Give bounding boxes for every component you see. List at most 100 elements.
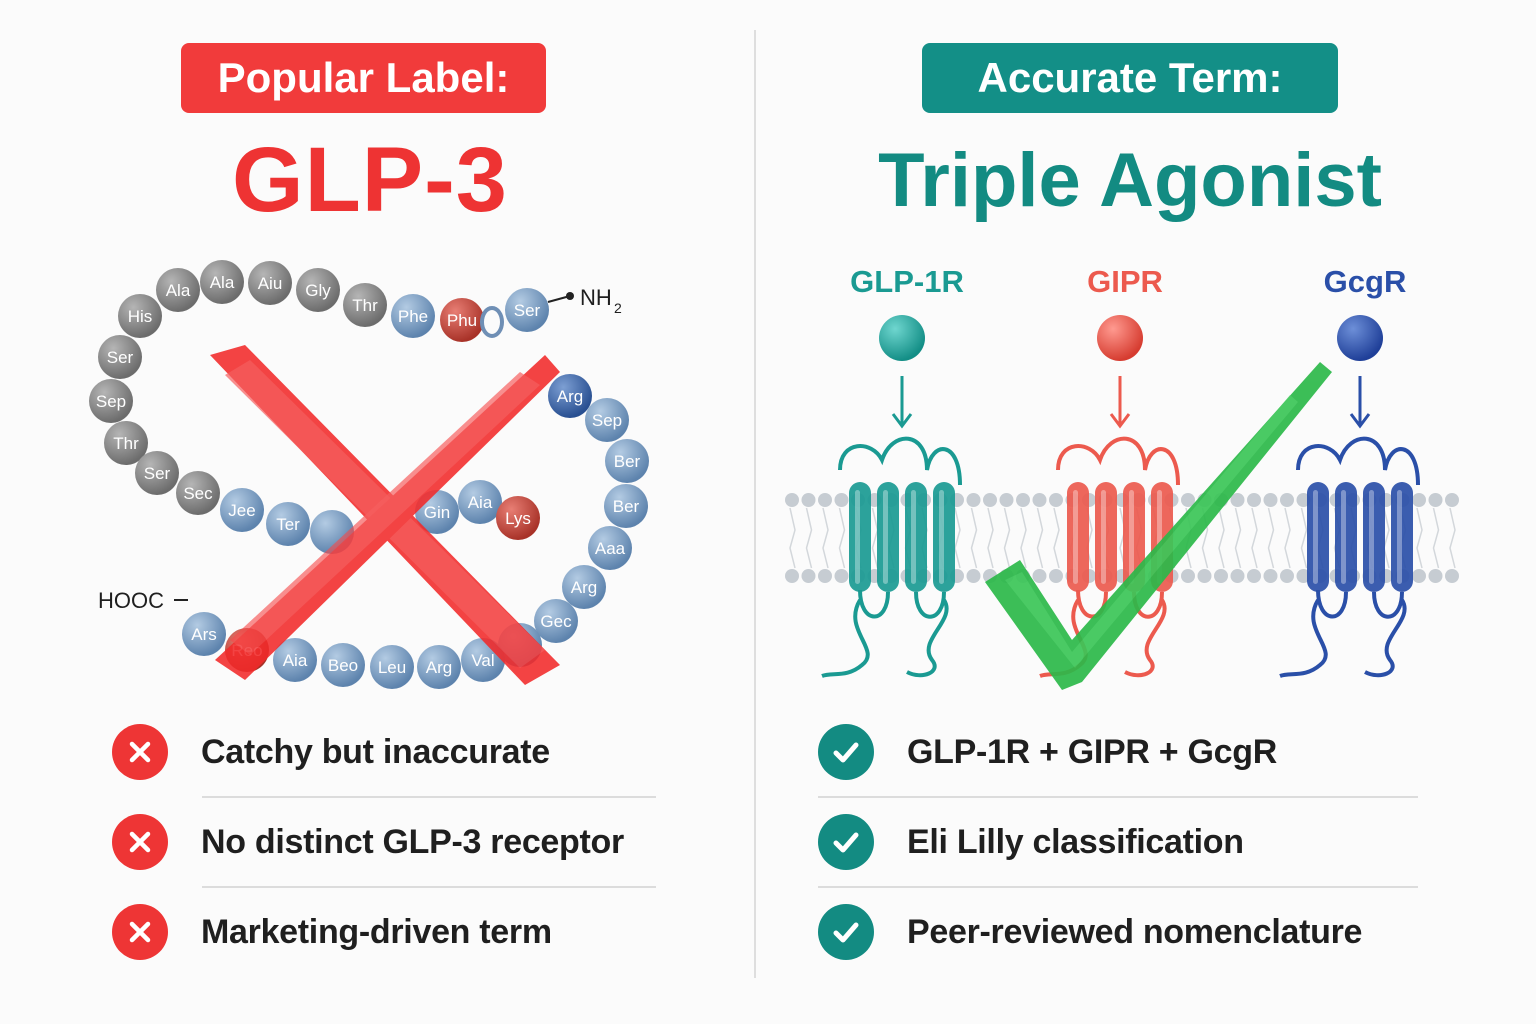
arrow-down-icon bbox=[1109, 376, 1131, 429]
lipid-head bbox=[966, 493, 981, 507]
lipid-head bbox=[1428, 493, 1443, 507]
amino-acid-label: Gly bbox=[305, 281, 331, 300]
list-item-label: GLP-1R + GIPR + GcgR bbox=[907, 732, 1277, 771]
amino-acid-label: Aia bbox=[468, 493, 493, 512]
check-icon-badge bbox=[818, 724, 874, 780]
amino-acid-label: Ala bbox=[210, 273, 235, 292]
amino-acid-label: Aia bbox=[283, 651, 308, 670]
amino-acid-label: Thr bbox=[113, 434, 139, 453]
x-icon-badge bbox=[112, 904, 168, 960]
lipid-head bbox=[1412, 493, 1426, 507]
lipid-head bbox=[834, 493, 849, 507]
amino-acid-bead bbox=[118, 294, 162, 338]
popular-label-badge: Popular Label: bbox=[181, 43, 546, 113]
amino-acid-bead bbox=[266, 502, 310, 546]
receptor-label: GcgR bbox=[1324, 264, 1407, 299]
amino-acid-bead bbox=[417, 645, 461, 689]
receptor-label: GIPR bbox=[1087, 264, 1163, 299]
amino-acid-bead bbox=[496, 496, 540, 540]
helix bbox=[933, 482, 955, 592]
lipid-head bbox=[1445, 493, 1459, 507]
amino-acid-bead bbox=[585, 398, 629, 442]
amino-acid-label: Aiu bbox=[258, 274, 283, 293]
helix bbox=[1335, 482, 1357, 592]
amino-acid-label: Arg bbox=[426, 658, 452, 677]
ligand-sphere bbox=[879, 315, 925, 361]
lipid-head bbox=[1445, 569, 1459, 583]
amino-acid-label: Phu bbox=[447, 311, 477, 330]
lipid-head bbox=[1016, 493, 1030, 507]
triple-agonist-headline: Triple Agonist bbox=[878, 138, 1382, 223]
amino-acid-label: Gin bbox=[424, 503, 450, 522]
list-item-label: No distinct GLP-3 receptor bbox=[201, 822, 624, 861]
helix bbox=[849, 482, 871, 592]
lipid-head bbox=[1032, 569, 1047, 583]
amino-acid-bead bbox=[182, 612, 226, 656]
amino-acid-label: His bbox=[128, 307, 153, 326]
amino-acid-bead bbox=[562, 565, 606, 609]
amino-acid-bead bbox=[321, 643, 365, 687]
amino-acid-label: Ars bbox=[191, 625, 217, 644]
amino-acid-label: Leu bbox=[378, 658, 406, 677]
list-item: Marketing-driven term bbox=[112, 888, 656, 976]
amino-acid-bead bbox=[604, 484, 648, 528]
amino-acid-label: Thr bbox=[352, 296, 378, 315]
amino-acid-label: Ser bbox=[107, 348, 134, 367]
lipid-head bbox=[1247, 493, 1261, 507]
nh2-label: NH bbox=[580, 285, 612, 310]
arrow-down-icon bbox=[1349, 376, 1371, 429]
check-icon bbox=[833, 922, 859, 943]
lipid-head bbox=[1214, 569, 1228, 583]
list-item: GLP-1R + GIPR + GcgR bbox=[818, 708, 1418, 796]
list-item-label: Marketing-driven term bbox=[201, 912, 552, 951]
x-icon bbox=[129, 921, 151, 943]
amino-acid-bead bbox=[458, 480, 502, 524]
amino-acid-label: Ber bbox=[613, 497, 640, 516]
amino-acid-label: Sec bbox=[183, 484, 213, 503]
amino-acid-label: Sep bbox=[592, 411, 622, 430]
accurate-term-badge: Accurate Term: bbox=[922, 43, 1338, 113]
receptor-glp-1r: GLP-1R bbox=[821, 264, 964, 678]
lipid-head bbox=[1280, 569, 1294, 583]
amino-acid-bead bbox=[89, 379, 133, 423]
amino-acid-bead bbox=[176, 471, 220, 515]
amino-acid-label: Aaa bbox=[595, 539, 626, 558]
amino-acid-bead bbox=[440, 298, 484, 342]
list-item: Peer-reviewed nomenclature bbox=[818, 888, 1418, 976]
hooc-label: HOOC bbox=[98, 588, 164, 613]
amino-acid-label: Lys bbox=[505, 509, 531, 528]
helix bbox=[1067, 482, 1089, 592]
lipid-head bbox=[1032, 493, 1047, 507]
lipid-head bbox=[1049, 493, 1063, 507]
amino-acid-label: Phe bbox=[398, 307, 428, 326]
check-icon bbox=[833, 832, 859, 853]
helix bbox=[1307, 482, 1329, 592]
x-icon bbox=[129, 831, 151, 853]
amino-acid-label: Gec bbox=[540, 612, 572, 631]
amino-acid-bead bbox=[98, 335, 142, 379]
amino-acid-label: Arg bbox=[557, 387, 583, 406]
lipid-head bbox=[1197, 569, 1212, 583]
lipid-head bbox=[999, 493, 1014, 507]
amino-acid-label: Ala bbox=[166, 281, 191, 300]
ligand-sphere bbox=[1337, 315, 1383, 361]
amino-acid-bead bbox=[588, 526, 632, 570]
amino-acid-bead bbox=[343, 283, 387, 327]
list-item-label: Eli Lilly classification bbox=[907, 822, 1244, 861]
check-icon bbox=[833, 742, 859, 763]
lipid-head bbox=[1280, 493, 1294, 507]
amino-acid-bead bbox=[534, 599, 578, 643]
lipid-head bbox=[1247, 569, 1261, 583]
nh2-subscript: 2 bbox=[614, 300, 622, 316]
lipid-head bbox=[785, 493, 799, 507]
amino-acid-label: Beo bbox=[328, 656, 358, 675]
amino-acid-label: Ber bbox=[614, 452, 641, 471]
list-item: Eli Lilly classification bbox=[818, 798, 1418, 886]
amino-acid-bead bbox=[220, 488, 264, 532]
amino-acid-label: Sep bbox=[96, 392, 126, 411]
chain-link bbox=[480, 306, 504, 338]
lipid-head bbox=[801, 493, 816, 507]
glp3-headline: GLP-3 bbox=[232, 129, 508, 231]
